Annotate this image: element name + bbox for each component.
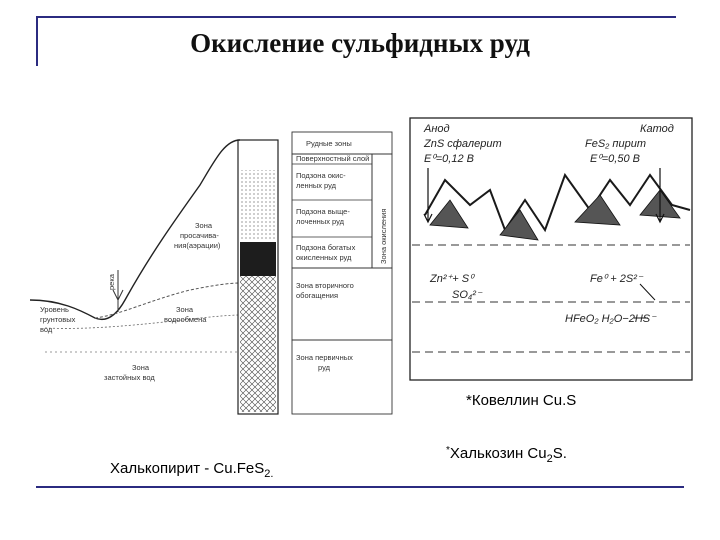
cathode-label: Катод <box>640 123 674 135</box>
zone-label-oxidized-1: Подзона окис- <box>296 171 346 180</box>
zone-label-leached-1: Подзона выще- <box>296 207 350 216</box>
reaction-zn: Zn²⁺+ S⁰ <box>429 273 475 285</box>
zone-box-secondary <box>291 267 393 341</box>
zone-label-surface: Поверхностный слой <box>296 154 369 163</box>
covellite-caption: *Ковеллин Cu.S <box>466 392 577 409</box>
zone-box-primary <box>291 339 393 415</box>
chalcocite-end: S. <box>552 445 567 462</box>
top-rule <box>36 16 676 18</box>
reaction-so4: SO₄²⁻ <box>452 289 483 301</box>
reaction-arrow <box>634 283 656 319</box>
reaction-hfe: HFeO₂ H₂O−2HS⁻ <box>565 313 657 325</box>
terrain-line <box>29 139 241 321</box>
groundwater-line <box>94 282 241 319</box>
label-infiltration-2: просачива- <box>180 231 219 240</box>
zone-label-primary-1: Зона первичных <box>296 353 353 362</box>
bottom-rule <box>36 486 684 488</box>
mineral-crystals <box>429 189 681 241</box>
mineral-profile <box>424 172 691 233</box>
electrochemical-diagram: Анод ZnS сфалерит E⁰=0,12 В Катод FeS₂ п… <box>409 117 693 381</box>
left-rule <box>36 16 38 66</box>
chalcocite-main: Халькозин Cu <box>449 445 547 462</box>
chalcopyrite-caption: Халькопирит - Cu.FeS2. <box>110 460 273 480</box>
label-groundwater-3: вод <box>40 325 53 334</box>
anode-label: Анод <box>423 123 450 135</box>
anode-mineral: ZnS сфалерит <box>423 138 502 150</box>
zone-label-vertical: Зона окисления <box>379 209 388 264</box>
exchange-line <box>44 314 241 329</box>
label-groundwater-1: Уровень <box>40 305 69 314</box>
zone-label-header: Рудные зоны <box>306 139 352 148</box>
anode-potential: E⁰=0,12 В <box>424 153 474 165</box>
label-stagnant-2: застойных вод <box>104 373 155 382</box>
river-arrow <box>112 270 124 312</box>
cathode-arrow <box>655 168 665 224</box>
zone-label-rich-2: окисленных руд <box>296 253 352 262</box>
label-river: река <box>107 273 116 290</box>
zone-label-secondary-2: обогащения <box>296 291 338 300</box>
chalcopyrite-sub: 2. <box>264 468 274 480</box>
chalcopyrite-main: Халькопирит - Cu.FeS <box>110 460 265 477</box>
zone-label-primary-2: руд <box>318 363 331 372</box>
cathode-potential: E⁰=0,50 В <box>590 153 640 165</box>
chalcocite-caption: *Халькозин Cu2S. <box>446 445 567 465</box>
reaction-fe: Fe⁰ + 2S²⁻ <box>590 273 644 285</box>
label-exchange-2: водообмена <box>164 315 207 324</box>
terrain-diagram: Рудные зоны Поверхностный слой Подзона о… <box>29 131 393 415</box>
zone-label-secondary-1: Зона вторичного <box>296 281 354 290</box>
primary-ore-zone <box>240 276 276 412</box>
anode-arrow <box>423 168 433 224</box>
label-exchange-1: Зона <box>176 305 194 314</box>
label-stagnant-1: Зона <box>132 363 150 372</box>
slide-title: Окисление сульфидных руд <box>190 28 530 58</box>
chalcocite-prefix: * <box>446 445 450 456</box>
electro-frame <box>409 117 693 381</box>
label-infiltration-3: ния(аэрации) <box>174 241 221 250</box>
label-groundwater-2: грунтовых <box>40 315 76 324</box>
chalcocite-sub: 2 <box>546 453 553 465</box>
label-infiltration-1: Зона <box>195 221 213 230</box>
ore-column <box>237 139 279 415</box>
leached-zone <box>240 170 276 240</box>
cathode-mineral: FeS₂ пирит <box>585 138 646 150</box>
zone-label-oxidized-2: ленных руд <box>296 181 337 190</box>
zone-label-rich-1: Подзона богатых <box>296 243 356 252</box>
enriched-zone-dark <box>240 242 276 276</box>
zone-label-leached-2: лоченных руд <box>296 217 345 226</box>
